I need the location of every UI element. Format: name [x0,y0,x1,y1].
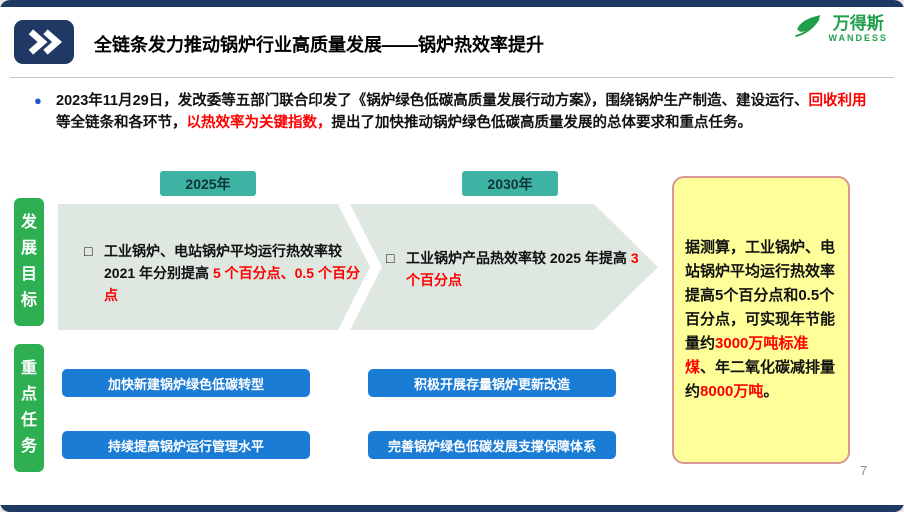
task-pill-operation-management: 持续提高锅炉运行管理水平 [62,431,310,459]
slide-top-border [0,0,904,7]
impact-callout-text: 据测算，工业锅炉、电站锅炉平均运行热效率提高5个百分点和0.5个百分点，可实现年… [685,236,837,404]
logo-name-en: WANDESS [828,33,888,44]
slide-title: 全链条发力推动锅炉行业高质量发展——锅炉热效率提升 [94,35,544,55]
checkbox-marker-icon: □ [386,250,395,266]
side-label-key-tasks: 重点任务 [14,344,44,472]
goal-2030: □ 工业锅炉产品热效率较 2025 年提高 3 个百分点 [386,247,640,291]
goal-2030-text: 工业锅炉产品热效率较 2025 年提高 [406,250,631,266]
slide-bottom-border [0,505,904,512]
logo-name-cn: 万得斯 [832,13,884,33]
impact-callout: 据测算，工业锅炉、电站锅炉平均运行热效率提高5个百分点和0.5个百分点，可实现年… [672,176,850,464]
intro-seg-3: 等全链条和各环节， [56,115,187,131]
goal-2025-highlight: 5 个百分点、0.5 个百分点 [104,265,360,303]
callout-seg-5: 。 [763,383,779,400]
task-pill-new-boiler-transition: 加快新建锅炉绿色低碳转型 [62,369,310,397]
callout-seg-3: 、年二氧化碳减排量约 [685,359,836,400]
year-tag-2025: 2025年 [160,171,256,196]
double-chevron-icon [14,20,74,64]
intro-seg-4-red: 以热效率为关键指数， [186,115,332,131]
callout-seg-2-red: 3000万吨标准煤 [685,335,809,376]
goal-2025: □ 工业锅炉、电站锅炉平均运行热效率较 2021 年分别提高 5 个百分点、0.… [84,240,360,306]
intro-seg-1: 2023年11月29日，发改委等五部门联合印发了《锅炉绿色低碳高质量发展行动方案… [56,93,809,109]
intro-seg-2-red: 回收利用 [808,93,867,109]
page-number: 7 [860,463,868,478]
wandess-logo-icon [793,11,823,46]
intro-seg-5: 提出了加快推动锅炉绿色低碳高质量发展的总体要求和重点任务。 [331,115,753,131]
goal-2025-text: 工业锅炉、电站锅炉平均运行热效率较 2021 年分别提高 [104,243,342,281]
year-tag-2030: 2030年 [462,171,558,196]
side-label-development-goals: 发展目标 [14,198,44,326]
wandess-logo: 万得斯 WANDESS [793,11,888,46]
double-chevron-glyph [28,29,63,55]
task-pill-stock-boiler-upgrade: 积极开展存量锅炉更新改造 [368,369,616,397]
side-label-goals-text: 发展目标 [20,214,37,309]
intro-paragraph: ● 2023年11月29日，发改委等五部门联合印发了《锅炉绿色低碳高质量发展行动… [34,90,880,134]
bullet-dot-icon: ● [34,93,42,108]
goal-2030-highlight: 3 个百分点 [406,250,639,288]
callout-seg-1: 据测算，工业锅炉、电站锅炉平均运行热效率提高5个百分点和0.5个百分点，可实现年… [685,239,836,352]
task-pill-support-system: 完善锅炉绿色低碳发展支撑保障体系 [368,431,616,459]
header-divider [10,77,894,78]
callout-seg-4-red: 8000万吨 [700,383,764,400]
side-label-tasks-text: 重点任务 [20,360,37,455]
checkbox-marker-icon: □ [84,243,93,259]
timeline-arrow [58,204,658,330]
